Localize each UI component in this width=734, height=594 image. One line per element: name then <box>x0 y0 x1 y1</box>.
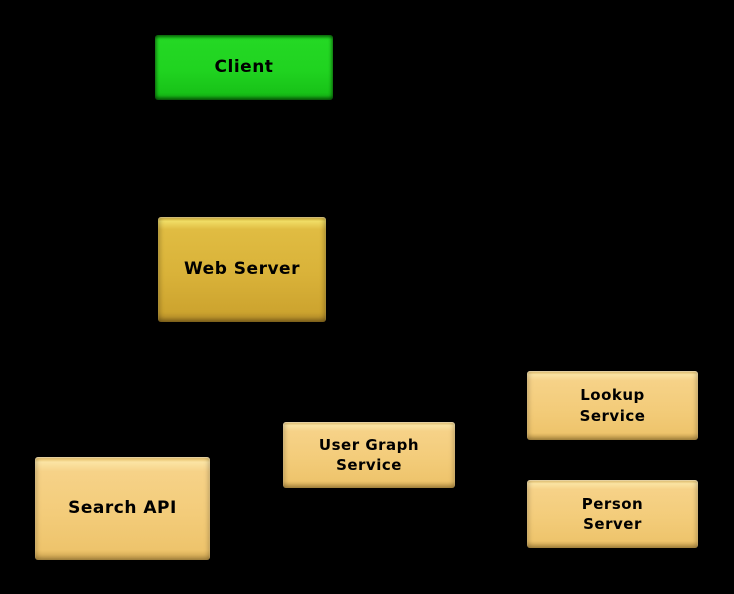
node-person-server-label: Person Server <box>581 494 644 533</box>
node-search-api-label: Search API <box>68 498 177 519</box>
node-user-graph-service-label: User Graph Service <box>318 435 420 474</box>
node-client: Client <box>155 35 333 100</box>
node-web-server-label: Web Server <box>184 259 300 280</box>
node-client-label: Client <box>214 57 274 78</box>
node-person-server: Person Server <box>527 480 698 548</box>
node-user-graph-service: User Graph Service <box>283 422 455 488</box>
node-web-server: Web Server <box>158 217 326 322</box>
node-lookup-service: Lookup Service <box>527 371 698 440</box>
node-lookup-service-label: Lookup Service <box>579 386 646 425</box>
node-search-api: Search API <box>35 457 210 560</box>
